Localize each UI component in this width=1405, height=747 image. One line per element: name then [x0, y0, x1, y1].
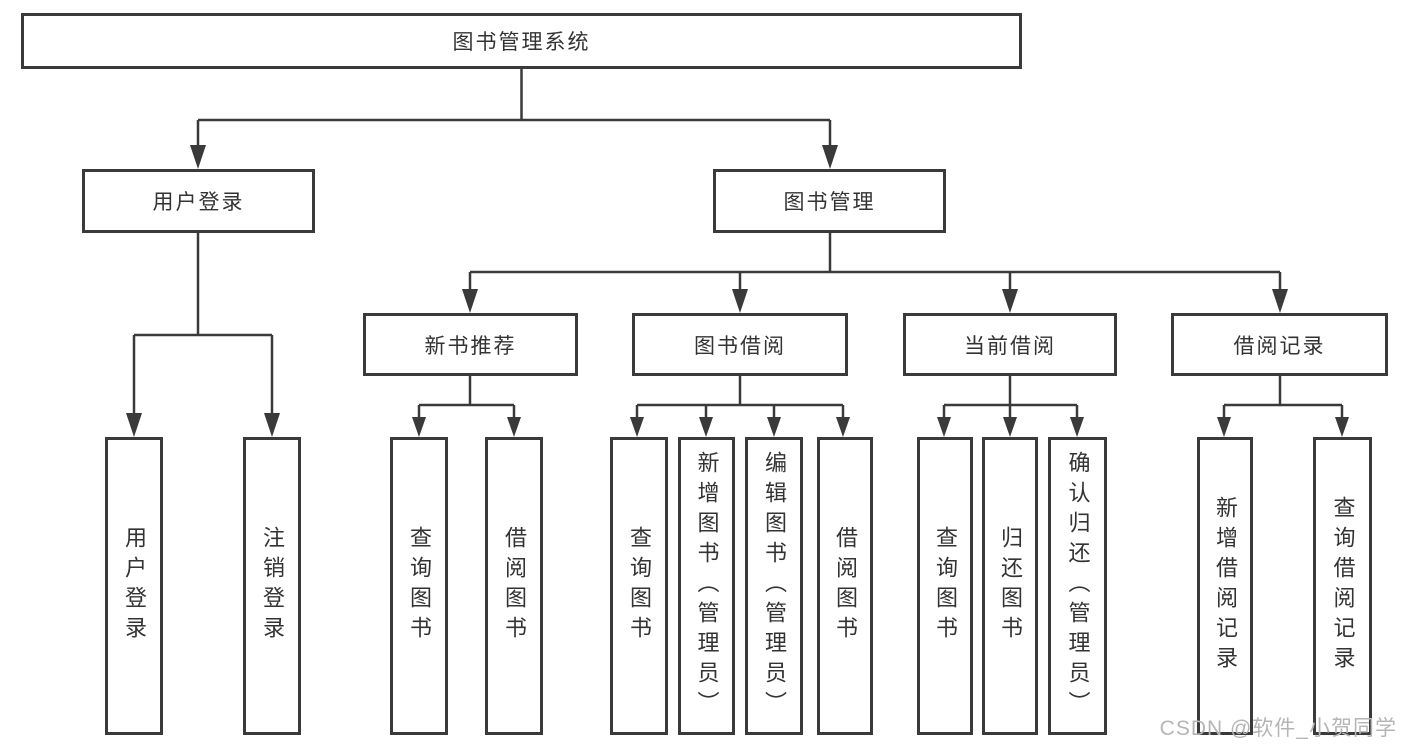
- leaf-edit-books-admin: 编辑图书（管理员）: [745, 437, 803, 735]
- leaf-label: 新增借阅记录: [1213, 496, 1238, 676]
- leaf-label: 新增图书（管理员）: [694, 451, 720, 721]
- leaf-borrow-books-borrowing: 借阅图书: [817, 437, 873, 735]
- connector-new-book-children: [417, 376, 516, 418]
- leaf-query-books-recommend: 查询图书: [390, 437, 448, 735]
- leaf-label: 查询图书: [627, 526, 652, 646]
- leaf-label: 借阅图书: [833, 526, 858, 646]
- node-book-borrowing: 图书借阅: [632, 313, 848, 376]
- connector-current-borrowing-children: [942, 376, 1079, 418]
- leaf-query-books-current: 查询图书: [917, 437, 973, 735]
- connector-root-to-level2: [196, 69, 832, 146]
- leaf-label: 查询图书: [407, 526, 432, 646]
- leaf-borrow-books-recommend: 借阅图书: [485, 437, 543, 735]
- arrowheads: [126, 145, 1349, 437]
- node-new-book-recommendation: 新书推荐: [363, 313, 578, 376]
- node-current-borrowing: 当前借阅: [903, 313, 1117, 376]
- leaf-label: 编辑图书（管理员）: [762, 451, 787, 721]
- leaf-query-books-borrowing: 查询图书: [610, 437, 668, 735]
- connector-borrowing-records-children: [1222, 376, 1344, 418]
- leaf-label: 确认归还（管理员）: [1065, 451, 1091, 721]
- leaf-label: 查询图书: [933, 526, 958, 646]
- node-library-management-system: 图书管理系统: [21, 13, 1022, 69]
- leaf-label: 归还图书: [998, 526, 1023, 646]
- leaf-return-books: 归还图书: [982, 437, 1038, 735]
- connector-user-login-children: [132, 233, 274, 414]
- leaf-label: 查询借阅记录: [1330, 496, 1356, 676]
- leaf-label: 注销登录: [260, 526, 285, 646]
- leaf-user-login: 用户登录: [105, 437, 163, 735]
- leaf-add-borrow-record: 新增借阅记录: [1197, 437, 1253, 735]
- connector-book-management-children: [468, 233, 1282, 290]
- node-book-management: 图书管理: [713, 169, 946, 233]
- node-user-login: 用户登录: [82, 169, 315, 233]
- leaf-confirm-return-admin: 确认归还（管理员）: [1048, 437, 1107, 735]
- node-borrowing-records: 借阅记录: [1171, 313, 1388, 376]
- csdn-watermark: CSDN @软件_小贺同学: [1159, 717, 1397, 740]
- connector-book-borrowing-children: [635, 376, 845, 418]
- leaf-label: 用户登录: [122, 526, 147, 646]
- leaf-query-borrow-record: 查询借阅记录: [1313, 437, 1372, 735]
- leaf-label: 借阅图书: [502, 526, 527, 646]
- leaf-logout: 注销登录: [243, 437, 301, 735]
- leaf-add-books-admin: 新增图书（管理员）: [678, 437, 735, 735]
